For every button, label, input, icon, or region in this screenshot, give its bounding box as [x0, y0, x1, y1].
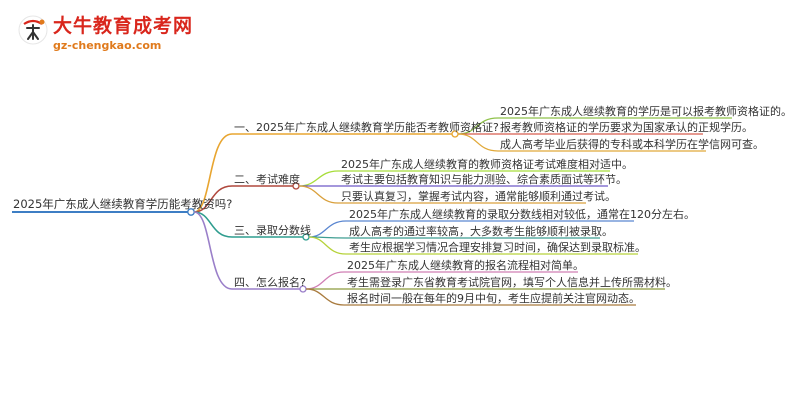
link-root-branch1 — [193, 133, 233, 213]
link-leaf6 — [298, 185, 586, 204]
leaf-4-3: 报名时间一般在每年的9月中旬，考生应提前关注官网动态。 — [347, 292, 640, 305]
mindmap-links — [12, 117, 732, 306]
branch-4-label: 四、怎么报名? — [234, 276, 306, 289]
mindmap-canvas: 大牛教育成考网 gz-chengkao.com — [12, 14, 792, 306]
leaf-1-3: 成人高考毕业后获得的专科或本科学历在学信网可查。 — [500, 138, 764, 151]
link-root-branch2 — [193, 185, 233, 213]
leaf-4-2: 考生需登录广东省教育考试院官网，填写个人信息并上传所需材料。 — [347, 276, 677, 289]
leaf-4-1: 2025年广东成人继续教育的报名流程相对简单。 — [347, 259, 584, 272]
branch-1-label: 一、2025年广东成人继续教育学历能否考教师资格证? — [234, 121, 499, 134]
leaf-3-2: 成人高考的通过率较高，大多数考生能够顺利被录取。 — [349, 225, 613, 238]
leaf-1-2: 报考教师资格证的学历要求为国家承认的正规学历。 — [500, 121, 753, 134]
link-leaf12 — [305, 288, 636, 306]
link-root-branch3 — [193, 211, 233, 238]
brand-title: 大牛教育成考网 — [53, 15, 194, 37]
leaf-2-3: 只要认真复习，掌握考试内容，通常能够顺利通过考试。 — [341, 190, 616, 203]
link-leaf3 — [457, 133, 706, 152]
logo-icon — [18, 14, 48, 46]
brand-domain: gz-chengkao.com — [53, 39, 162, 52]
leaf-1-1: 2025年广东成人继续教育的学历是可以报考教师资格证的。 — [500, 105, 792, 118]
link-leaf9 — [308, 236, 638, 255]
branch-3-label: 三、录取分数线 — [234, 224, 311, 237]
leaf-2-1: 2025年广东成人继续教育的教师资格证考试难度相对适中。 — [341, 158, 633, 171]
leaf-3-1: 2025年广东成人继续教育的录取分数线相对较低，通常在120分左右。 — [349, 208, 695, 221]
link-root-branch4 — [193, 211, 233, 290]
leaf-3-3: 考生应根据学习情况合理安排复习时间，确保达到录取标准。 — [349, 241, 646, 254]
leaf-2-2: 考试主要包括教育知识与能力测验、综合素质面试等环节。 — [341, 173, 627, 186]
root-node: 2025年广东成人继续教育学历能考教资吗? — [13, 197, 233, 211]
branch-2-label: 二、考试难度 — [234, 173, 300, 186]
